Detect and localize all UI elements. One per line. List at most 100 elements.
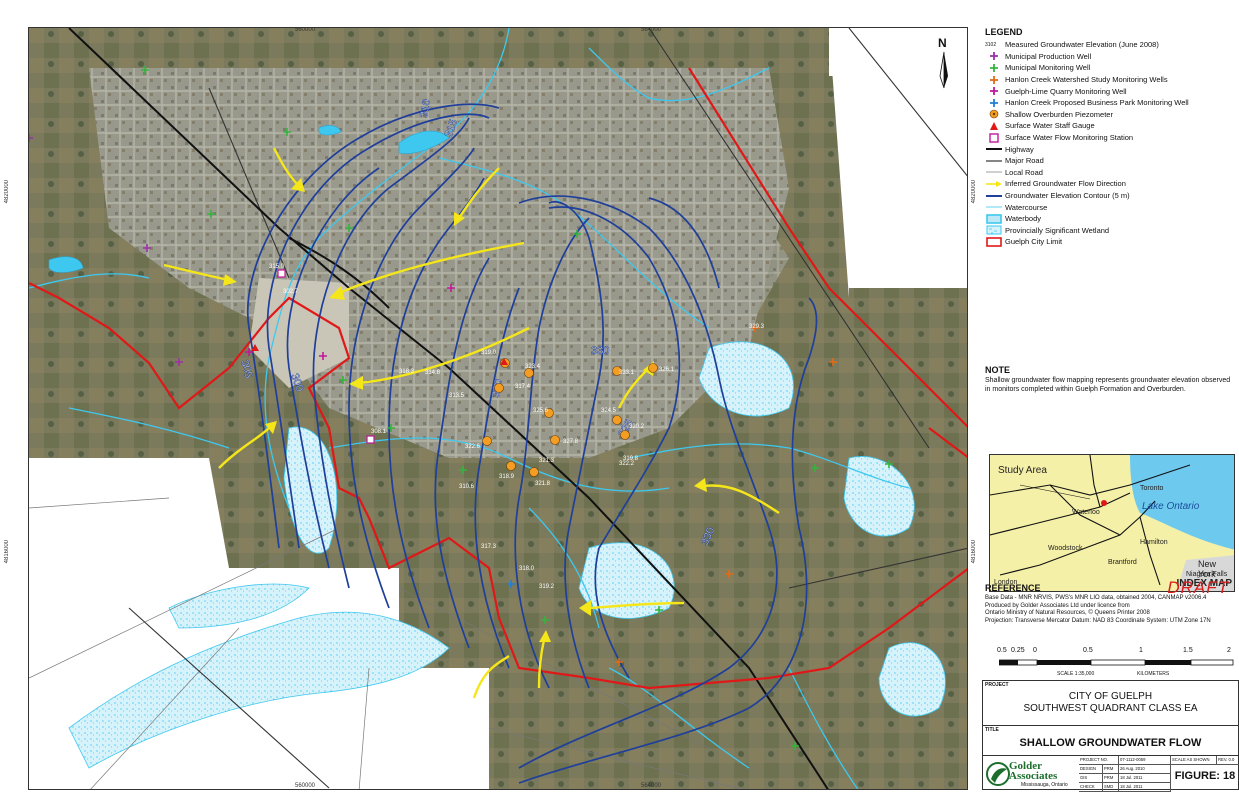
index-map-place: Brantford xyxy=(1108,559,1137,566)
piezometer-label: 318.9 xyxy=(499,474,515,480)
legend-item: Surface Water Staff Gauge xyxy=(985,120,1235,132)
project-no: 07-1112-0059 xyxy=(1119,756,1171,765)
legend-symbol-icon xyxy=(985,51,1005,61)
waterbodies xyxy=(48,125,450,273)
reference-line: Projection: Transverse Mercator Datum: N… xyxy=(985,617,1211,624)
title-tag: TITLE xyxy=(985,727,999,733)
project-metadata: PROJECT NO. 07-1112-0059 DESIGN PRM 26 A… xyxy=(1079,756,1171,792)
well-label: 318.0 xyxy=(519,566,535,572)
legend-item: Municipal Production Well xyxy=(985,51,1235,63)
map-canvas[interactable]: 300 305 310 315 320 325 330 330 xyxy=(29,28,968,790)
scale-ratio: SCALE 1:35,000 xyxy=(1057,671,1095,677)
legend-label: Hanlon Creek Watershed Study Monitoring … xyxy=(1005,75,1168,85)
piezometer-label: 322.6 xyxy=(465,444,481,450)
northing-tick-left: 4820000 xyxy=(4,180,10,204)
piezometer-label: 319.0 xyxy=(481,350,497,356)
well-label: 302.7 xyxy=(283,289,299,295)
legend-label: Hanlon Creek Proposed Business Park Moni… xyxy=(1005,98,1189,108)
piezometer-label: 320.2 xyxy=(629,424,645,430)
index-map-place: Hamilton xyxy=(1140,539,1168,546)
legend-symbol-icon xyxy=(985,225,1005,235)
northing-tick-left: 4816000 xyxy=(4,540,10,564)
map-frame[interactable]: 300 305 310 315 320 325 330 330 xyxy=(28,27,968,790)
legend-item: Municipal Monitoring Well xyxy=(985,62,1235,74)
flow-stations xyxy=(277,269,375,444)
easting-tick-top: 564000 xyxy=(641,27,662,33)
legend-item: Highway xyxy=(985,143,1235,155)
legend-item: Inferred Groundwater Flow Direction xyxy=(985,178,1235,190)
meta-who: PRM xyxy=(1103,774,1119,783)
note: NOTE Shallow groundwater flow mapping re… xyxy=(985,365,1235,394)
project-name: CITY OF GUELPH xyxy=(1068,691,1153,702)
scale-bar-graphic xyxy=(999,659,1234,666)
index-map-place: Toronto xyxy=(1140,485,1164,492)
legend-symbol-icon xyxy=(985,75,1005,85)
project-section: PROJECT CITY OF GUELPH SOUTHWEST QUADRAN… xyxy=(983,681,1238,725)
draft-stamp: DRAFT xyxy=(1167,578,1229,597)
northing-tick-right: 4816000 xyxy=(971,540,977,564)
legend-symbol-icon xyxy=(985,202,1005,212)
piezometer-label: 325.6 xyxy=(533,408,549,414)
logo-line-1: Golder xyxy=(1009,760,1042,772)
meta-who: SMD xyxy=(1103,783,1119,792)
legend-item: Guelph-Lime Quarry Monitoring Well xyxy=(985,85,1235,97)
meta-who: PRM xyxy=(1103,765,1119,774)
figure-number: FIGURE: 18 xyxy=(1174,770,1236,782)
contour-label: 330 xyxy=(591,345,609,357)
info-section: Golder Associates Mississauga, Ontario P… xyxy=(983,755,1239,792)
scale-number: 2 xyxy=(1227,647,1231,654)
figure-title: SHALLOW GROUNDWATER FLOW xyxy=(1019,737,1202,749)
piezometer-labels: 319.0 323.4 326.1 333.1 324.5 327.8 322.… xyxy=(465,350,675,480)
legend-heading: LEGEND xyxy=(985,27,1023,37)
index-map[interactable]: Study Area Lake Ontario Toronto Waterloo… xyxy=(989,454,1235,592)
scale-number: 0 xyxy=(1033,647,1037,654)
legend-symbol-icon xyxy=(985,109,1005,119)
scale-bar: 0.5 0.25 0 0.5 1 1.5 2 SCALE 1:35,000 KI… xyxy=(997,647,1234,679)
legend-item: Major Road xyxy=(985,155,1235,167)
index-map-place: Woodstock xyxy=(1048,545,1083,552)
highways xyxy=(68,28,829,789)
reference: REFERENCE DRAFT Base Data - MNR NRVIS, P… xyxy=(985,578,1239,625)
legend-item: Provincially Significant Wetland xyxy=(985,225,1235,237)
index-map-place: Waterloo xyxy=(1072,509,1100,516)
index-map-title: INDEX MAP xyxy=(1176,578,1232,589)
well-labels: 318.3 314.8 313.5 308.1 315.0 321.8 317.… xyxy=(269,264,765,590)
guelph-city-limit-highlight xyxy=(928,427,967,458)
piezometer-label: 317.4 xyxy=(515,384,531,390)
wetland-areas xyxy=(68,341,946,769)
easting-tick-bottom: 560000 xyxy=(295,783,316,789)
scale-number: 1.5 xyxy=(1183,647,1193,654)
local-roads xyxy=(29,497,743,789)
project-tag: PROJECT xyxy=(985,682,1009,688)
well-label: 310.6 xyxy=(459,484,475,490)
shallow-piezometers xyxy=(482,358,658,477)
piezometer-label: 324.5 xyxy=(601,408,617,414)
groundwater-contours xyxy=(246,103,818,784)
legend-label: Waterbody xyxy=(1005,214,1041,224)
meta-role: CHECK xyxy=(1079,783,1103,792)
title-block: PROJECT CITY OF GUELPH SOUTHWEST QUADRAN… xyxy=(982,680,1239,792)
well-label: 314.8 xyxy=(425,370,441,376)
note-heading: NOTE xyxy=(985,365,1011,375)
legend-symbol-icon xyxy=(985,121,1005,131)
legend-symbol-icon xyxy=(985,191,1005,201)
legend-symbol-icon xyxy=(985,237,1005,247)
major-roads xyxy=(128,28,967,789)
north-arrow-icon xyxy=(939,51,948,89)
legend-label: Guelph City Limit xyxy=(1005,237,1063,247)
project-no-label: PROJECT NO. xyxy=(1079,756,1119,765)
legend-label: Major Road xyxy=(1005,156,1044,166)
meta-date: 18 Jul. 2011 xyxy=(1119,774,1171,783)
legend-symbol-icon xyxy=(985,132,1005,143)
well-label: 319.8 xyxy=(623,456,639,462)
index-map-drawing xyxy=(990,455,1234,591)
north-arrow: N xyxy=(930,36,958,96)
piezometer-label: 323.4 xyxy=(525,364,541,370)
scale-label: SCALE AS SHOWN xyxy=(1171,756,1217,765)
index-map-lake: Lake Ontario xyxy=(1142,501,1200,512)
legend-symbol-icon: 3102 xyxy=(985,41,997,48)
legend-label: Local Road xyxy=(1005,167,1043,177)
